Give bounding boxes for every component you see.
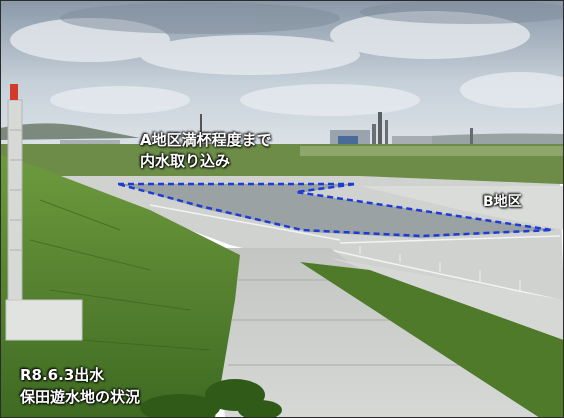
caption-line2: 保田遊水地の状況 <box>20 388 141 406</box>
basin-right-slab <box>360 186 564 230</box>
weeds <box>140 379 282 418</box>
right-concrete-edge <box>330 258 564 340</box>
fence-posts <box>359 246 521 292</box>
distant-hills <box>0 123 140 140</box>
caption-line1: R8.6.3出水 <box>20 366 105 384</box>
basin-water <box>120 184 555 238</box>
area-a-label-line1: A地区満杯程度まで <box>140 131 272 149</box>
left-embankment-grass <box>0 155 240 418</box>
factory-buildings <box>60 112 473 146</box>
clouds <box>10 11 564 116</box>
area-b-label: B地区 <box>483 194 522 210</box>
basin-slab <box>60 176 564 300</box>
area-a-label-line2: 内水取り込み <box>140 152 231 170</box>
grass-texture <box>29 199 211 351</box>
dark-clouds <box>60 0 564 34</box>
far-field-strip <box>300 146 564 156</box>
right-grass-verge <box>300 262 564 418</box>
fence-lines <box>149 204 561 301</box>
distant-ridge <box>400 133 564 144</box>
gauge-pole <box>5 84 83 341</box>
area-a-outline <box>117 182 553 238</box>
